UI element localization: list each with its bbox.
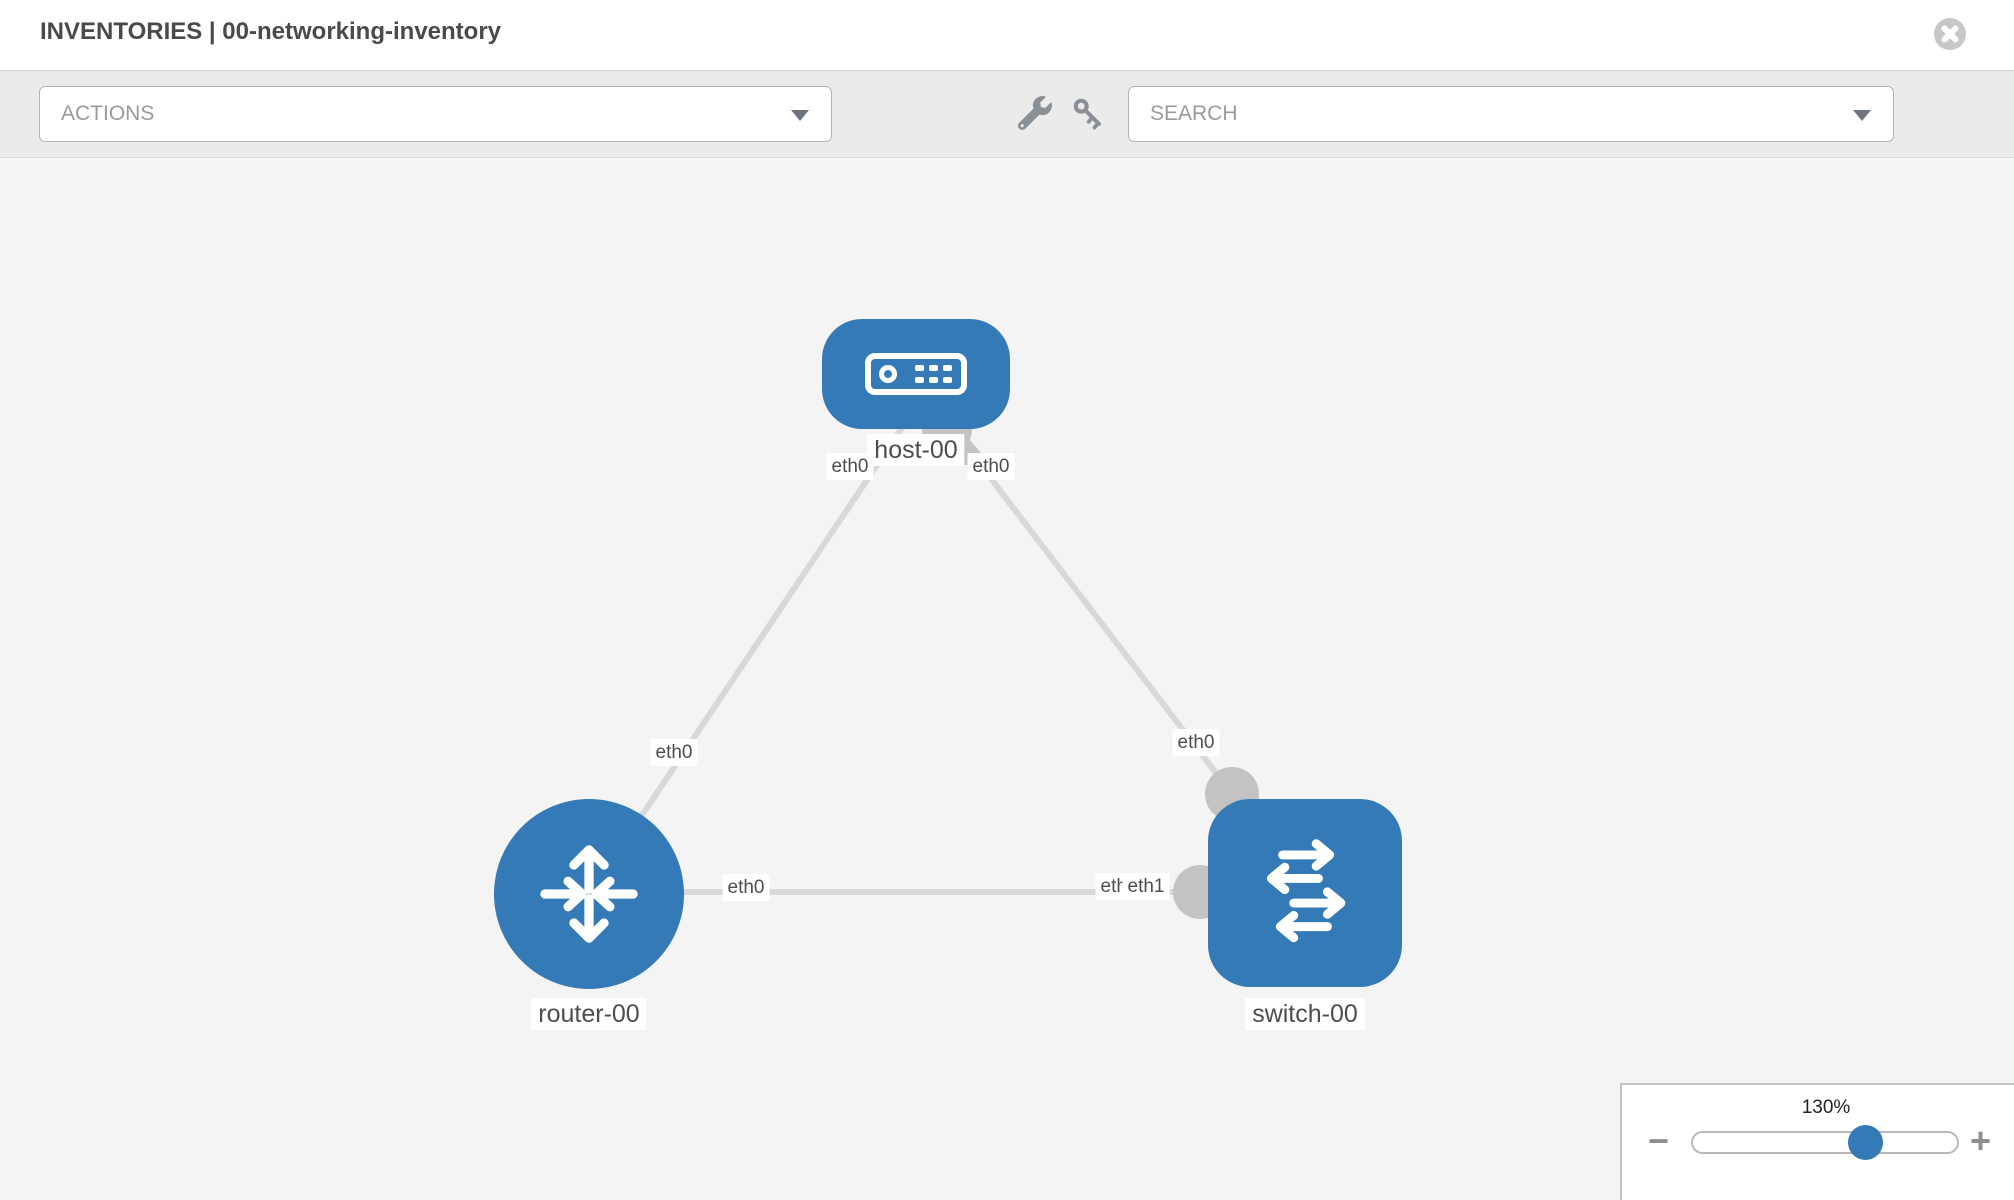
iface-label-host-right: eth0 — [967, 453, 1015, 480]
node-router-00[interactable] — [494, 799, 684, 989]
key-icon — [1073, 98, 1101, 130]
node-label-router-00: router-00 — [531, 998, 647, 1030]
node-host-00[interactable] — [822, 319, 1010, 429]
caret-down-icon — [791, 110, 809, 121]
actions-dropdown[interactable]: ACTIONS — [39, 86, 832, 142]
actions-dropdown-label: ACTIONS — [61, 102, 155, 125]
zoom-out-button[interactable]: − — [1648, 1120, 1670, 1161]
page-title: INVENTORIES | 00-networking-inventory — [40, 18, 502, 45]
router-icon — [540, 845, 638, 943]
tools-button[interactable] — [1017, 96, 1052, 131]
node-switch-00[interactable] — [1208, 799, 1402, 987]
switch-icon — [1266, 839, 1346, 943]
credentials-button[interactable] — [1071, 96, 1105, 130]
iface-label-router-top: eth0 — [650, 739, 698, 766]
node-label-host-00: host-00 — [867, 434, 965, 466]
wrench-icon — [1017, 96, 1052, 131]
search-dropdown[interactable]: SEARCH — [1128, 86, 1894, 142]
zoom-in-button[interactable]: + — [1970, 1120, 1992, 1161]
iface-label-switch-eth1: eth1 — [1122, 873, 1170, 900]
header: INVENTORIES | 00-networking-inventory — [0, 0, 2014, 71]
link-host-router[interactable] — [586, 405, 919, 896]
close-button[interactable] — [1934, 18, 1966, 50]
search-dropdown-label: SEARCH — [1150, 102, 1238, 125]
links-layer — [586, 404, 1259, 919]
zoom-level: 130% — [1801, 1097, 1851, 1118]
iface-label-host-left: eth0 — [826, 453, 874, 480]
caret-down-icon — [1853, 110, 1871, 121]
zoom-slider-track[interactable] — [1691, 1131, 1959, 1154]
node-label-switch-00: switch-00 — [1245, 998, 1365, 1030]
iface-label-switch-top: eth0 — [1172, 729, 1220, 756]
zoom-slider-thumb[interactable] — [1848, 1125, 1883, 1160]
topology-canvas[interactable]: host-00 router-00 switch-00 eth0 eth0 et… — [0, 157, 2014, 1200]
host-icon — [865, 353, 967, 395]
close-icon — [1941, 25, 1959, 43]
toolbar: ACTIONS SEARCH — [0, 71, 2014, 158]
iface-label-router-mid: eth0 — [722, 874, 770, 901]
zoom-panel: 130% − + — [1620, 1083, 2014, 1200]
